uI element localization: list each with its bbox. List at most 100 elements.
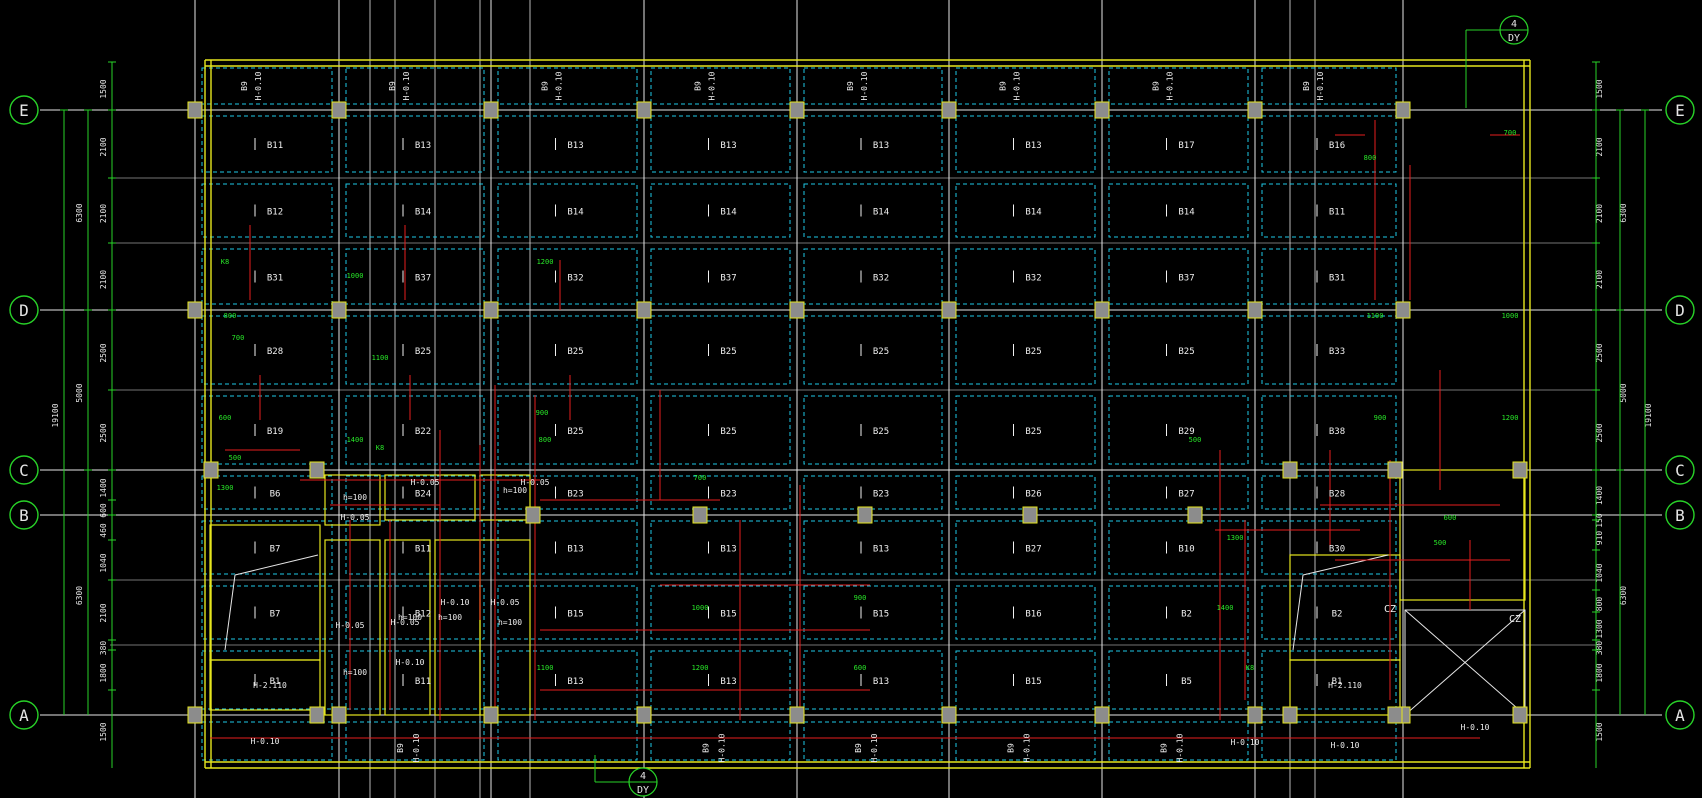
beam-cell-7-2 [497, 585, 638, 640]
beam-bottom-strip-5 [955, 721, 1096, 761]
rebar-note-13: 700 [694, 474, 707, 482]
slab-label-7-0: B7 [270, 610, 281, 620]
bottom-strip-slab-2: B9 [854, 743, 863, 753]
elev-note-8: H-2.110 [253, 681, 287, 690]
dim-left-1-value-4: 2500 [99, 343, 108, 362]
dim-right-1-value-12: 380 [1595, 641, 1604, 656]
cz-label-0: CZ [1384, 604, 1396, 615]
dim-left-total-value-0: 19100 [51, 403, 60, 427]
elev-note-11: H-0.10 [1331, 741, 1360, 750]
column-20 [1094, 706, 1110, 724]
elev-note-12: H-0.10 [1231, 738, 1260, 747]
rebar-note-11: K8 [376, 444, 384, 452]
dim-left-1-value-13: 1500 [99, 722, 108, 741]
rebar-note-8: 500 [229, 454, 242, 462]
slab-label-3-7: B33 [1329, 347, 1345, 357]
slab-label-2-3: B37 [720, 274, 736, 284]
slab-label-3-1: B25 [415, 347, 431, 357]
beam-cell-1-3 [650, 183, 791, 238]
column-33 [692, 506, 708, 524]
slab-label-4-2: B25 [567, 427, 583, 437]
beam-cell-6-0 [201, 520, 333, 575]
column-22 [1247, 301, 1263, 319]
rebar-note-12: 800 [539, 436, 552, 444]
column-40 [309, 706, 325, 724]
slab-label-6-0: B7 [270, 545, 281, 555]
dim-right-1-value-3: 2100 [1595, 270, 1604, 289]
beam-cell-1-5 [955, 183, 1096, 238]
top-strip-slab-3: B9 [694, 81, 703, 91]
top-strip-slab-5: B9 [999, 81, 1008, 91]
beam-cell-5-2 [497, 475, 638, 510]
dim-right-2-value-2: 6300 [1619, 586, 1628, 605]
beam-cell-6-6 [1108, 520, 1249, 575]
rebar-note-3: 1000 [347, 272, 364, 280]
slab-label-8-3: B13 [720, 677, 736, 687]
slab-label-5-2: B23 [567, 490, 583, 500]
dim-right-1-value-9: 1040 [1595, 563, 1604, 582]
top-strip-slab-6: B9 [1152, 81, 1161, 91]
shaft-cross-1 [1404, 609, 1526, 716]
axis-bubble-left-D [9, 295, 39, 325]
rebar-note-4: 1100 [372, 354, 389, 362]
column-14 [789, 706, 805, 724]
column-31 [1512, 461, 1528, 479]
room-wall-8 [479, 539, 531, 716]
elev-note-4: H-0.10 [441, 598, 470, 607]
axis-bubble-right-D [1665, 295, 1695, 325]
column-8 [483, 706, 499, 724]
column-11 [636, 706, 652, 724]
axis-label-left-D: D [19, 301, 29, 320]
dim-left-1-value-5: 2500 [99, 423, 108, 442]
beam-cell-1-0 [201, 183, 333, 238]
slab-label-2-5: B32 [1025, 274, 1041, 284]
column-5 [331, 706, 347, 724]
beam-cell-7-0 [201, 585, 333, 640]
thickness-note-4: h=100 [343, 668, 367, 677]
beam-top-strip-4 [803, 67, 943, 105]
top-strip-slab-4: B9 [846, 81, 855, 91]
beam-bottom-strip-3 [650, 721, 791, 761]
slab-label-5-7: B28 [1329, 490, 1345, 500]
elev-note-0: H-0.05 [411, 478, 440, 487]
slab-label-3-4: B25 [873, 347, 889, 357]
axis-bubble-right-C [1665, 455, 1695, 485]
column-35 [1022, 506, 1038, 524]
beam-cell-8-7 [1261, 650, 1397, 710]
beam-cell-2-7 [1261, 248, 1397, 305]
dim-right-1-value-11: 1300 [1595, 619, 1604, 638]
slab-label-6-3: B13 [720, 545, 736, 555]
slab-label-4-7: B38 [1329, 427, 1345, 437]
beam-cell-4-7 [1261, 395, 1397, 465]
column-24 [1395, 101, 1411, 119]
axis-bubble-left-B [9, 500, 39, 530]
bottom-strip-slab-0: B9 [396, 743, 405, 753]
beam-bottom-strip-7 [1261, 721, 1397, 761]
beam-cell-3-2 [497, 315, 638, 385]
rebar-note-1: 800 [224, 312, 237, 320]
dim-left-1-value-11: 380 [99, 641, 108, 656]
slab-label-2-0: B31 [267, 274, 283, 284]
beam-cell-0-4 [803, 115, 943, 173]
column-10 [636, 301, 652, 319]
axis-bubble-right-B [1665, 500, 1695, 530]
slab-label-1-0: B12 [267, 208, 283, 218]
dim-right-1-value-0: 1500 [1595, 79, 1604, 98]
rebar-lines [210, 120, 1520, 739]
slab-label-7-3: B15 [720, 610, 736, 620]
thickness-note-1: h=100 [398, 613, 422, 622]
slab-label-1-3: B14 [720, 208, 736, 218]
slab-label-5-3: B23 [720, 490, 736, 500]
slab-label-2-1: B37 [415, 274, 431, 284]
axis-label-right-B: B [1675, 506, 1685, 525]
slab-label-4-5: B25 [1025, 427, 1041, 437]
dim-left-1-value-7: 600 [99, 503, 108, 518]
beam-bottom-strip-2 [497, 721, 638, 761]
column-39 [1512, 706, 1528, 724]
room-wall-11 [1399, 469, 1526, 601]
column-0 [187, 101, 203, 119]
column-9 [636, 101, 652, 119]
stair-line-1 [234, 554, 319, 576]
